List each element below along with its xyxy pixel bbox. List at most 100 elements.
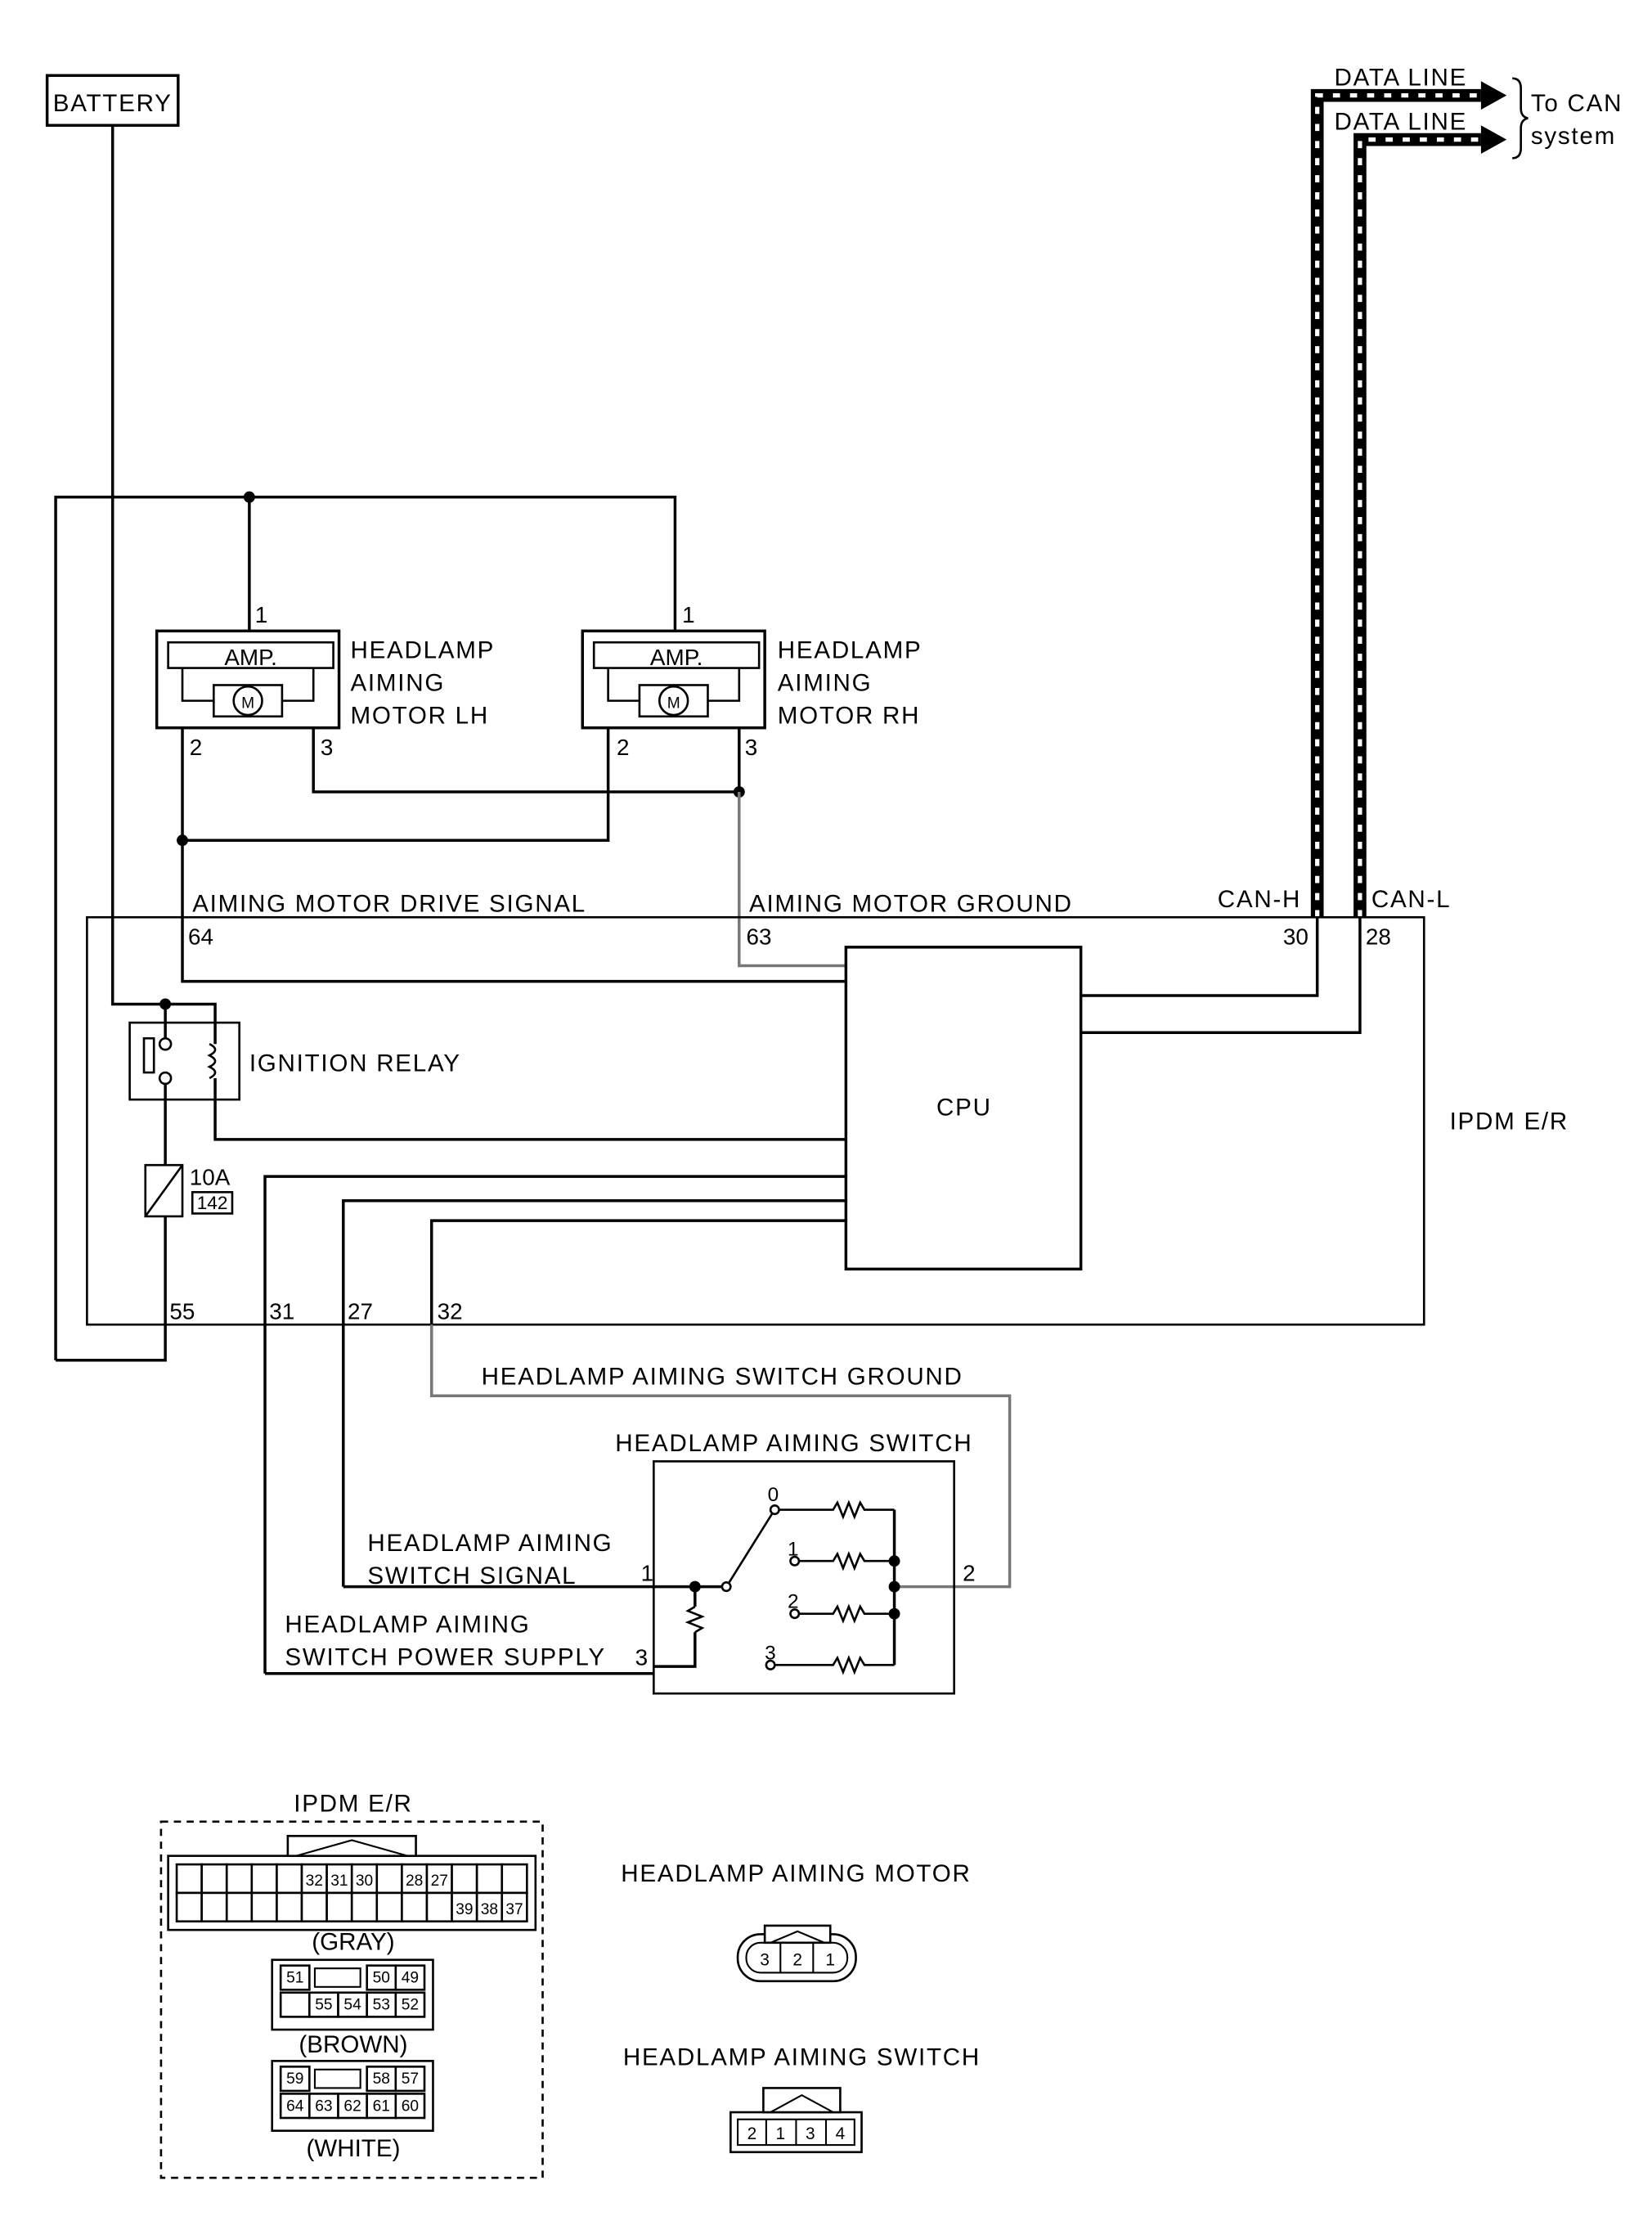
ipdm-pin-31: 31 <box>269 1298 294 1324</box>
terminal-cell <box>279 2066 311 2093</box>
terminal-cell <box>394 2066 426 2093</box>
terminal-cell <box>279 1964 311 1991</box>
white-terminal: 60 <box>402 2097 419 2115</box>
switch-pin-3: 3 <box>635 1644 649 1670</box>
white-terminal: 64 <box>286 2097 304 2115</box>
brown-label: (BROWN) <box>299 2031 407 2058</box>
switch-conn-pin-a: 2 <box>747 2124 757 2143</box>
switch-power-label-1: HEADLAMP AIMING <box>285 1611 530 1638</box>
switch-connector-title: HEADLAMP AIMING SWITCH <box>623 2044 981 2071</box>
gray-terminal: 27 <box>431 1873 448 1890</box>
terminal-cell <box>325 1863 353 1895</box>
switch-pos-0: 0 <box>768 1484 779 1506</box>
switch-pin-1: 1 <box>641 1561 653 1586</box>
motor-lh-name-2: AIMING <box>350 669 445 696</box>
terminal-cell <box>200 1891 228 1923</box>
ipdm-pin-32: 32 <box>438 1298 463 1324</box>
motor-rh-pin-3: 3 <box>745 735 758 760</box>
fuse-number: 142 <box>197 1193 228 1213</box>
battery: BATTERY <box>45 74 180 127</box>
motor-rh-name-3: MOTOR RH <box>778 702 920 729</box>
terminal-cell <box>394 1991 426 2018</box>
brown-terminal: 50 <box>373 1970 390 1987</box>
switch-conn-pin-c: 3 <box>806 2124 815 2143</box>
terminal-cell <box>279 1991 311 2018</box>
terminal-cell <box>475 1863 504 1895</box>
terminal-cell <box>225 1891 254 1923</box>
motor-lh-name-1: HEADLAMP <box>350 636 495 663</box>
motor-ground-label: AIMING MOTOR GROUND <box>749 890 1073 917</box>
terminal-cell <box>401 1863 429 1895</box>
terminal-cell <box>451 1891 478 1923</box>
ipdm-pin-28: 28 <box>1366 924 1391 949</box>
ipdm-pin-27: 27 <box>348 1298 373 1324</box>
switch-signal-label-1: HEADLAMP AIMING <box>367 1530 613 1557</box>
terminal-cell <box>279 2093 311 2120</box>
ignition-relay: IGNITION RELAY <box>128 1021 460 1101</box>
white-terminal: 61 <box>373 2097 390 2115</box>
brown-terminal: 51 <box>286 1970 303 1987</box>
terminal-cell <box>175 1891 203 1923</box>
white-label: (WHITE) <box>306 2135 400 2162</box>
to-can-label-2: system <box>1531 123 1616 150</box>
data-line-1-label: DATA LINE <box>1335 64 1468 91</box>
headlamp-aiming-motor-lh: AMP. M HEADLAMP AIMING MOTOR LH 1 2 3 <box>155 602 495 760</box>
motor-lh-pin-1: 1 <box>255 602 268 627</box>
switch-ground-label: HEADLAMP AIMING SWITCH GROUND <box>482 1363 963 1390</box>
switch-pos-3: 3 <box>765 1642 776 1664</box>
to-can-label-1: To CAN <box>1531 90 1623 117</box>
brown-terminal: 55 <box>315 1997 332 2014</box>
switch-conn-pin-b: 1 <box>775 2124 785 2143</box>
cpu-block <box>844 946 1083 1271</box>
motor-connector: HEADLAMP AIMING MOTOR 3 2 1 <box>621 1860 971 1983</box>
battery-label: BATTERY <box>53 90 173 117</box>
motor-lh-pin-3: 3 <box>321 735 334 760</box>
white-terminal: 58 <box>373 2070 390 2088</box>
terminal-cell <box>501 1891 528 1923</box>
brown-terminal: 49 <box>402 1970 419 1987</box>
ipdm-pin-63: 63 <box>746 924 771 949</box>
terminal-cell <box>401 1891 429 1923</box>
gray-terminal: 37 <box>505 1901 523 1918</box>
ipdm-er: IPDM E/R AIMING MOTOR DRIVE SIGNAL AIMIN… <box>56 886 1567 1674</box>
terminal-cell <box>308 2093 339 2120</box>
motor-rh-pin-1: 1 <box>682 602 695 627</box>
motor-lh-name-3: MOTOR LH <box>350 702 489 729</box>
terminal-cell <box>308 1991 339 2018</box>
terminal-cell <box>225 1863 254 1895</box>
switch-power-label-2: SWITCH POWER SUPPLY <box>285 1643 605 1670</box>
terminal-cell <box>250 1891 278 1923</box>
gray-terminal: 31 <box>330 1873 348 1890</box>
terminal-cell <box>200 1863 228 1895</box>
switch-pos-1: 1 <box>788 1538 799 1560</box>
motor-conn-pin-b: 2 <box>792 1951 802 1970</box>
terminal-cell <box>425 1891 453 1923</box>
motor-lh-symbol: M <box>241 695 254 712</box>
brown-terminal: 54 <box>343 1997 361 2014</box>
terminal-cell <box>300 1891 328 1923</box>
white-terminal: 63 <box>315 2097 332 2115</box>
gray-label: (GRAY) <box>312 1929 394 1956</box>
gray-terminal: 38 <box>481 1901 498 1918</box>
motor-conn-pin-c: 1 <box>825 1951 835 1970</box>
cpu-label: CPU <box>936 1094 992 1121</box>
ipdm-connector-title: IPDM E/R <box>294 1791 412 1818</box>
motor-connector-title: HEADLAMP AIMING MOTOR <box>621 1860 971 1887</box>
terminal-cell <box>250 1863 278 1895</box>
motor-lh-pin-2: 2 <box>190 735 203 760</box>
white-terminal: 57 <box>402 2070 419 2088</box>
terminal-cell <box>350 1891 379 1923</box>
motor-rh-amp-label: AMP. <box>650 645 703 670</box>
terminal-cell <box>501 1863 528 1895</box>
motor-rh-symbol: M <box>667 695 680 712</box>
fuse-rating: 10A <box>190 1165 231 1190</box>
white-terminal: 62 <box>343 2097 361 2115</box>
switch-signal-label-2: SWITCH SIGNAL <box>367 1562 577 1589</box>
gray-terminal: 39 <box>456 1901 473 1918</box>
terminal-cell <box>375 1891 403 1923</box>
terminal-cell <box>366 1991 397 2018</box>
